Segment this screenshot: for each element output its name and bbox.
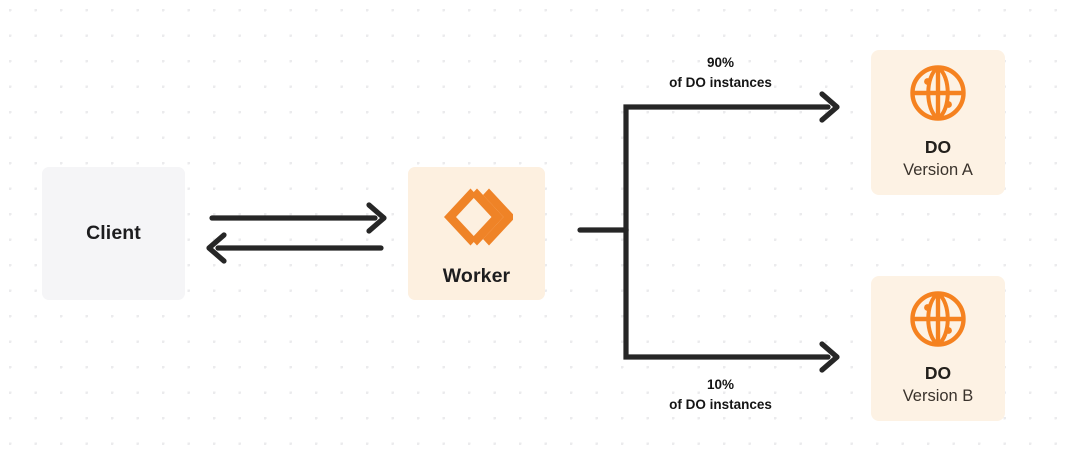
node-do-b-label: DO (924, 363, 952, 384)
node-do-version-b[interactable]: DO Version B (871, 276, 1005, 421)
globe-icon (910, 291, 966, 348)
edge-label-do-a-caption: of DO instances (669, 74, 772, 90)
edge-label-do-b: 10% of DO instances (633, 375, 808, 415)
node-do-a-label: DO (924, 137, 952, 158)
node-do-a-sublabel: Version A (903, 161, 973, 180)
edge-label-do-b-caption: of DO instances (669, 396, 772, 412)
node-do-version-a[interactable]: DO Version A (871, 50, 1005, 195)
node-client[interactable]: Client (42, 167, 185, 300)
node-do-b-sublabel: Version B (902, 387, 974, 406)
arrow-client-to-worker (209, 202, 387, 234)
arrow-worker-to-client (206, 232, 384, 264)
globe-icon (910, 65, 966, 122)
cloudflare-workers-icon (443, 188, 513, 246)
node-client-label: Client (86, 222, 141, 244)
arrow-worker-to-do-b (623, 226, 840, 373)
node-worker[interactable]: Worker (408, 167, 545, 300)
node-worker-label: Worker (442, 265, 511, 287)
edge-label-do-a: 90% of DO instances (633, 53, 808, 93)
edge-label-do-a-percent: 90% (706, 55, 735, 70)
arrow-worker-to-do-a (577, 91, 840, 234)
edge-label-do-b-percent: 10% (706, 377, 735, 392)
